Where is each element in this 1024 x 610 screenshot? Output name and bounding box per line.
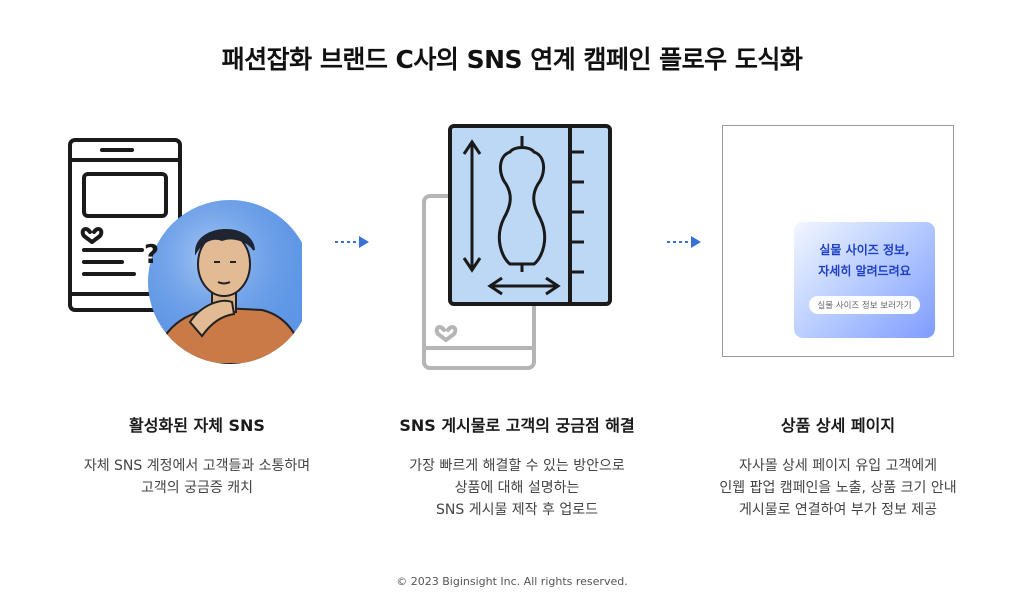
size-info-popup[interactable]: 실물 사이즈 정보, 자세히 알려드려요 실물 사이즈 정보 보러가기	[794, 222, 935, 338]
step-2-desc-line: SNS 게시물 제작 후 업로드	[436, 502, 598, 518]
mannequin-icon	[497, 136, 547, 272]
mannequin-size-guide-illustration	[422, 124, 612, 370]
step-2-desc-line: 가장 빠르게 해결할 수 있는 방안으로	[409, 458, 625, 474]
height-arrow-icon	[462, 139, 482, 273]
width-arrow-icon	[487, 276, 561, 296]
popup-headline-1: 실물 사이즈 정보,	[819, 243, 910, 257]
step-1-desc-line: 고객의 궁금증 캐치	[141, 480, 253, 496]
copyright-footer: © 2023 Biginsight Inc. All rights reserv…	[396, 575, 628, 588]
flow-arrow-1	[335, 236, 369, 248]
step-3-description: 자사몰 상세 페이지 유입 고객에게 인웹 팝업 캠페인을 노출, 상품 크기 …	[673, 455, 1003, 521]
question-mark: ?	[144, 240, 160, 270]
person-circle	[148, 200, 302, 364]
size-chart-panel	[448, 124, 612, 306]
view-size-info-button[interactable]: 실물 사이즈 정보 보러가기	[809, 296, 920, 314]
step-3-desc-line: 게시물로 연결하여 부가 정보 제공	[738, 502, 938, 518]
step-3-desc-line: 인웹 팝업 캠페인을 노출, 상품 크기 안내	[719, 480, 957, 496]
step-2-title: SNS 게시물로 고객의 궁금점 해결	[399, 416, 635, 435]
step-3-desc-line: 자사몰 상세 페이지 유입 고객에게	[738, 458, 938, 474]
step-3-title: 상품 상세 페이지	[780, 416, 896, 435]
step-1-title: 활성화된 자체 SNS	[129, 416, 265, 435]
flow-arrow-2	[667, 236, 701, 248]
step-2-desc-line: 상품에 대해 설명하는	[454, 480, 580, 496]
step-1-description: 자체 SNS 계정에서 고객들과 소통하며 고객의 궁금증 캐치	[32, 455, 362, 499]
step-2-description: 가장 빠르게 해결할 수 있는 방안으로 상품에 대해 설명하는 SNS 게시물…	[352, 455, 682, 521]
step-1-desc-line: 자체 SNS 계정에서 고객들과 소통하며	[83, 458, 311, 474]
page-title: 패션잡화 브랜드 C사의 SNS 연계 캠페인 플로우 도식화	[221, 45, 803, 74]
sns-phone-person-illustration	[68, 138, 302, 364]
popup-headline-2: 자세히 알려드려요	[818, 264, 911, 278]
